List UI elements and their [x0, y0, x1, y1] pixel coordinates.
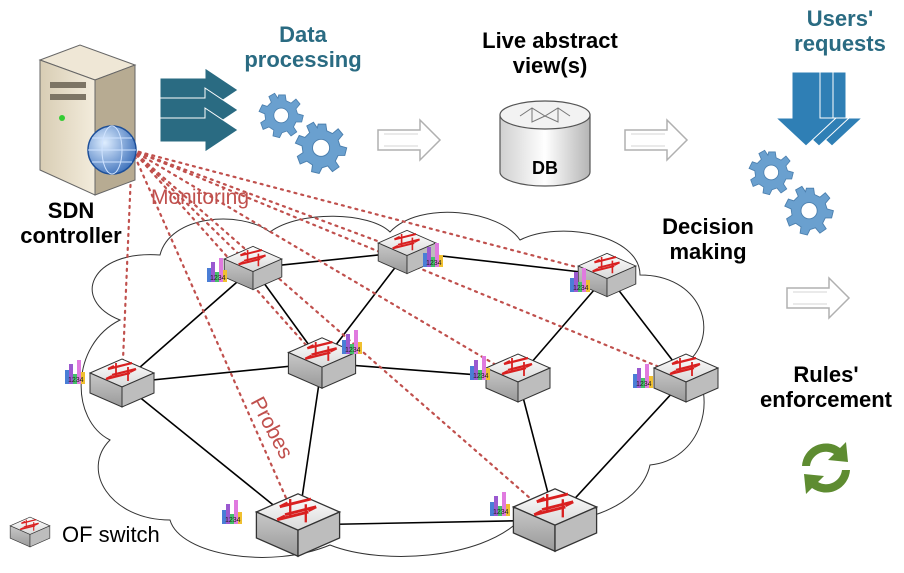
db-to-decision-arrow [624, 119, 688, 161]
probe-lines [120, 148, 688, 527]
rules-enforcement-label: Rules'enforcement [759, 362, 893, 413]
db-label: DB [532, 158, 558, 178]
probe-line-s9 [130, 148, 557, 522]
process-to-db-arrow [377, 119, 441, 161]
probe-line-s8 [130, 148, 300, 527]
monitoring-label: Monitoring [150, 186, 250, 209]
probe-line-s6 [130, 148, 520, 380]
link-s7-s9 [554, 377, 687, 521]
decision-to-rules-arrow [786, 277, 850, 319]
probe-line-s3 [130, 148, 609, 277]
data-processing-gear-icon [258, 92, 348, 174]
db-icon: DB [499, 100, 591, 187]
legend-switch-icon [9, 516, 51, 548]
users-requests-label: Users'requests [794, 6, 886, 57]
probe-line-s5 [130, 148, 324, 365]
probe-line-s7 [130, 148, 688, 380]
link-s8-s9 [297, 519, 556, 526]
link-s1-s4 [121, 267, 254, 384]
probe-line-s1 [130, 148, 255, 270]
users-requests-arrows [774, 71, 864, 147]
probe-line-s2 [130, 148, 409, 254]
legend-label: OF switch [62, 522, 160, 547]
link-s4-s8 [121, 382, 299, 526]
data-flow-arrows [159, 67, 239, 153]
recycle-icon [802, 442, 850, 494]
sdn-controller-server-icon [38, 44, 137, 196]
